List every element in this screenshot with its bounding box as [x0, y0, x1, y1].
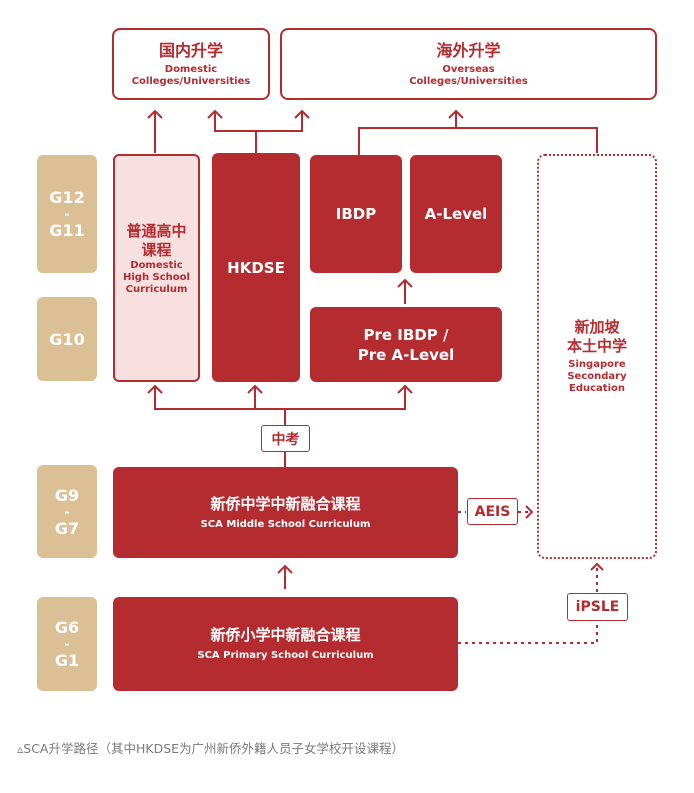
domestic-hs-zh: 普通高中 [126, 222, 187, 240]
domestic-universities-box: 国内升学 Domestic Colleges/Universities [112, 28, 270, 100]
grade-g9-g7: G9 - G7 [37, 465, 97, 558]
zhongkao-label: 中考 [271, 431, 300, 448]
arrowhead [294, 109, 310, 119]
grade-g6-g1: G6 - G1 [37, 597, 97, 691]
hkdse-label: HKDSE [227, 258, 285, 277]
grade-separator: - [64, 637, 70, 651]
primary-school-box: 新侨小学中新融合课程 SCA Primary School Curriculum [113, 597, 458, 691]
overseas-universities-en: Colleges/Universities [409, 76, 528, 87]
singapore-zh: 新加坡 [574, 318, 620, 336]
arrowhead [147, 109, 163, 119]
aeis-tag: AEIS [467, 498, 518, 525]
grade-label: G11 [49, 221, 85, 240]
overseas-universities-en: Overseas [442, 64, 495, 75]
line-hkdse-split [214, 111, 303, 132]
overseas-universities-box: 海外升学 Overseas Colleges/Universities [280, 28, 657, 100]
arrowhead [525, 505, 534, 519]
arrowhead [207, 109, 223, 119]
domestic-hs-en: Domestic [130, 260, 183, 271]
pre-label: Pre A-Level [357, 345, 455, 364]
grade-g10: G10 [37, 297, 97, 381]
singapore-zh: 本土中学 [566, 337, 627, 355]
domestic-universities-zh: 国内升学 [158, 41, 223, 60]
domestic-hs-en: High School [123, 272, 190, 283]
arrowhead [397, 384, 413, 394]
overseas-universities-zh: 海外升学 [436, 41, 501, 60]
dotted-primary-to-ipsle [458, 621, 598, 644]
ipsle-tag: iPSLE [567, 593, 628, 621]
pre-label: Pre IBDP / [363, 325, 449, 344]
arrowhead [147, 384, 163, 394]
domestic-hs-en: Curriculum [125, 284, 188, 295]
grade-separator: - [64, 207, 70, 221]
domestic-hs-zh: 课程 [141, 241, 172, 259]
middle-school-en: SCA Middle School Curriculum [200, 518, 371, 530]
ibdp-label: IBDP [335, 205, 377, 223]
a-level-label: A-Level [424, 205, 488, 223]
primary-school-en: SCA Primary School Curriculum [197, 650, 374, 661]
a-level-box: A-Level [410, 155, 502, 273]
domestic-high-school-box: 普通高中 课程 Domestic High School Curriculum [113, 154, 200, 382]
arrowhead [590, 562, 604, 571]
figure-caption: ▵SCA升学路径（其中HKDSE为广州新侨外籍人员子女学校开设课程） [17, 741, 405, 756]
grade-label: G10 [49, 329, 85, 349]
singapore-en: Singapore [568, 359, 626, 370]
line-zhongkao-split [154, 386, 406, 410]
middle-school-box: 新侨中学中新融合课程 SCA Middle School Curriculum [113, 467, 458, 558]
domestic-universities-en: Domestic [164, 64, 218, 75]
ibdp-box: IBDP [310, 155, 402, 273]
grade-label: G9 [54, 485, 80, 505]
zhongkao-tag: 中考 [261, 425, 310, 452]
arrowhead [247, 384, 263, 394]
grade-label: G6 [54, 618, 80, 637]
aeis-label: AEIS [474, 503, 511, 520]
line-overseas-bracket [358, 127, 598, 155]
ipsle-label: iPSLE [575, 599, 620, 615]
domestic-universities-en: Colleges/Universities [131, 76, 251, 87]
grade-label: G7 [54, 518, 80, 538]
singapore-secondary-box: 新加坡 本土中学 Singapore Secondary Education [537, 154, 657, 559]
middle-school-zh: 新侨中学中新融合课程 [210, 494, 361, 513]
arrowhead [397, 278, 413, 288]
grade-label: G12 [49, 188, 85, 207]
singapore-en: Education [569, 383, 625, 394]
hkdse-box: HKDSE [212, 153, 300, 382]
singapore-en: Secondary [567, 371, 627, 382]
grade-g12-g11: G12 - G11 [37, 155, 97, 273]
primary-school-zh: 新侨小学中新融合课程 [210, 626, 361, 644]
grade-separator: - [64, 504, 70, 519]
arrowhead [277, 564, 293, 574]
arrowhead [448, 109, 464, 119]
pre-ibdp-a-level-box: Pre IBDP / Pre A-Level [310, 307, 502, 382]
grade-label: G1 [54, 651, 80, 670]
